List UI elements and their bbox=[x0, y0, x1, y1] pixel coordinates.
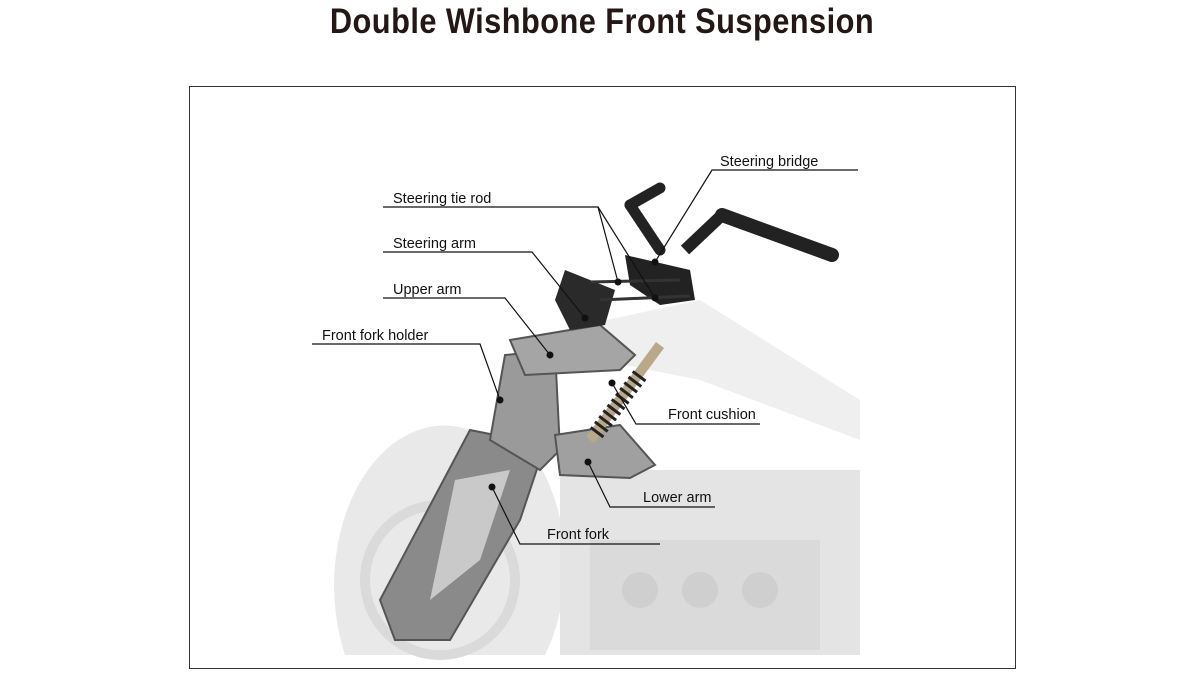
label-lower-arm: Lower arm bbox=[643, 490, 712, 506]
label-front-cushion: Front cushion bbox=[668, 407, 756, 423]
front-cushion-part bbox=[585, 342, 665, 443]
diagram-title: Double Wishbone Front Suspension bbox=[329, 2, 875, 41]
label-upper-arm: Upper arm bbox=[393, 282, 462, 298]
label-front-fork-holder: Front fork holder bbox=[322, 328, 429, 344]
label-front-fork: Front fork bbox=[547, 527, 610, 543]
lower-arm-part bbox=[553, 423, 657, 480]
label-steering-tie-rod: Steering tie rod bbox=[393, 191, 491, 207]
steering-tie-rod-part bbox=[589, 278, 691, 302]
leader-lines bbox=[312, 169, 858, 545]
steering-bridge-part bbox=[624, 182, 839, 305]
steering-arm-part bbox=[555, 270, 615, 330]
label-steering-arm: Steering arm bbox=[393, 236, 476, 252]
label-steering-bridge: Steering bridge bbox=[720, 154, 818, 170]
diagram-frame bbox=[189, 86, 1016, 669]
leader-dots bbox=[488, 258, 659, 491]
